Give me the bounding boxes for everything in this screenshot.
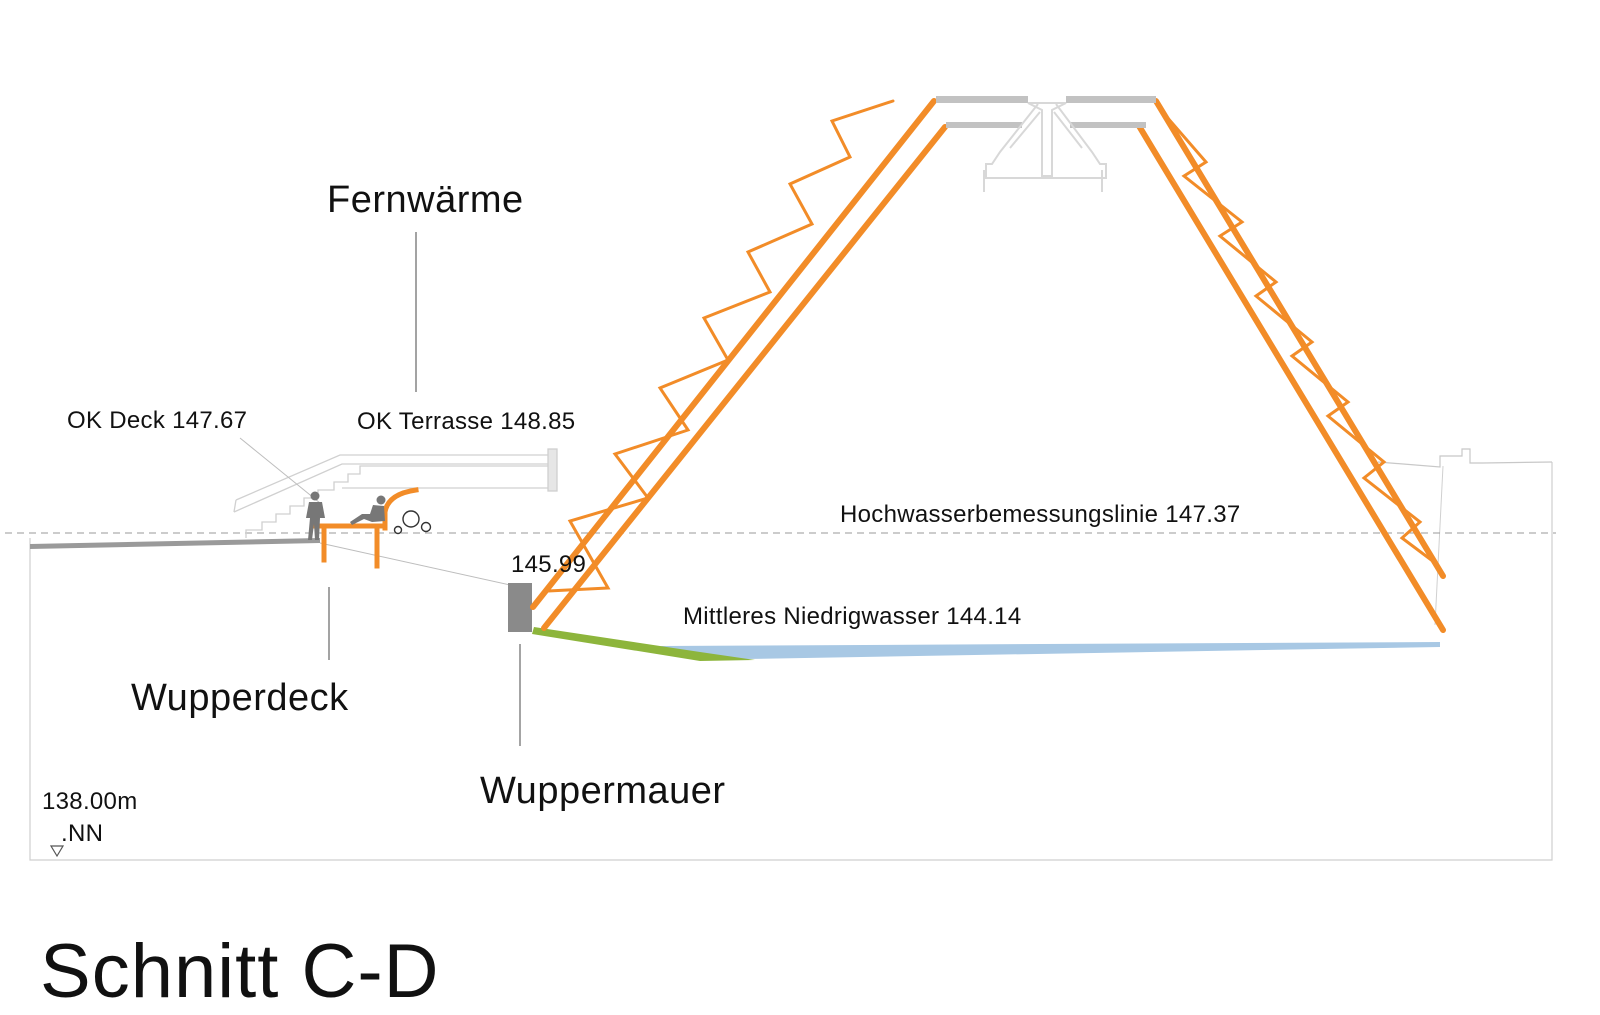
label-wupperdeck: Wupperdeck bbox=[131, 677, 349, 719]
terrace-stairs bbox=[233, 448, 558, 538]
wupperdeck-structure bbox=[313, 487, 419, 569]
section-frame bbox=[29, 462, 1553, 861]
label-fernwaerme: Fernwärme bbox=[327, 179, 524, 221]
bubbles-icon bbox=[393, 510, 432, 535]
person-seated-icon bbox=[350, 495, 386, 525]
page-title: Schnitt C-D bbox=[40, 929, 440, 1014]
promenade-ground bbox=[30, 538, 320, 549]
right-building-wall bbox=[1434, 465, 1444, 626]
label-wuppermauer: Wuppermauer bbox=[480, 770, 726, 812]
label-datum-unit: .NN bbox=[61, 820, 104, 847]
label-ok-terrasse: OK Terrasse 148.85 bbox=[357, 408, 576, 435]
ok-deck-leader bbox=[239, 437, 321, 504]
river-water bbox=[660, 642, 1440, 659]
person-standing-icon bbox=[306, 491, 325, 540]
label-hochwasser: Hochwasserbemessungslinie 147.37 bbox=[840, 501, 1241, 528]
label-datum-value: 138.00m bbox=[42, 788, 138, 815]
label-wall-top: 145.99 bbox=[511, 551, 587, 578]
district-heating-bridge bbox=[936, 96, 1156, 192]
embankment-slope bbox=[532, 627, 755, 661]
right-building-outline bbox=[1377, 448, 1553, 468]
label-ok-deck: OK Deck 147.67 bbox=[67, 407, 248, 434]
truss-right bbox=[1136, 98, 1446, 633]
wupper-wall bbox=[508, 583, 532, 632]
label-niedrigwasser: Mittleres Niedrigwasser 144.14 bbox=[683, 603, 1022, 630]
truss-left bbox=[530, 98, 948, 631]
slope-line bbox=[319, 542, 511, 586]
triangle-down-icon bbox=[49, 845, 65, 858]
